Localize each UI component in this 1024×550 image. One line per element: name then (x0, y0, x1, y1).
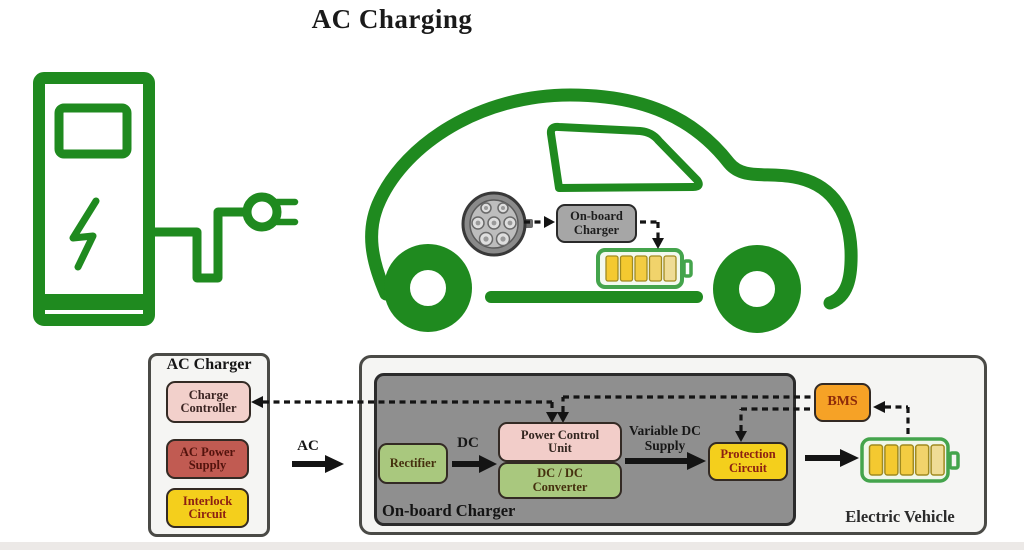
bms-box: BMS (814, 383, 871, 422)
car-window (546, 122, 703, 192)
ac-charger-title: AC Charger (166, 356, 252, 373)
power-control-unit-box: Power Control Unit (498, 422, 622, 462)
arrowhead-into-car-obc (544, 216, 555, 228)
protection-circuit-box: Protection Circuit (708, 442, 788, 481)
ac-power-supply-box: AC Power Supply (166, 439, 249, 479)
onboard-charger-label: On-board Charger (382, 501, 516, 520)
dashed-line-obc-to-battery (640, 220, 660, 238)
charging-plug-icon (242, 192, 299, 232)
car-onboard-charger-box: On-board Charger (556, 204, 637, 243)
interlock-circuit-box: Interlock Circuit (166, 488, 249, 528)
car-battery-icon (596, 248, 693, 289)
car-body (365, 88, 858, 310)
rear-wheel (713, 245, 801, 333)
ac-flow-label: AC (297, 438, 319, 454)
charging-station-icon (33, 72, 299, 326)
charging-connector-icon (461, 191, 533, 257)
arrow-ac-head (325, 455, 344, 473)
rectifier-box: Rectifier (378, 443, 448, 484)
front-wheel (384, 244, 472, 332)
dc-flow-label: DC (457, 435, 479, 451)
station-base (39, 294, 149, 310)
arrowhead-into-car-battery (652, 238, 664, 249)
charging-cable (150, 207, 251, 283)
charge-controller-box: Charge Controller (166, 381, 251, 423)
lightning-bolt-icon (69, 197, 100, 271)
bottom-strip (0, 542, 1024, 550)
dc-dc-converter-box: DC / DC Converter (498, 462, 622, 499)
variable-dc-supply-label: Variable DC Supply (629, 423, 701, 454)
page-title: AC Charging (311, 4, 473, 34)
electric-vehicle-label: Electric Vehicle (845, 507, 955, 526)
